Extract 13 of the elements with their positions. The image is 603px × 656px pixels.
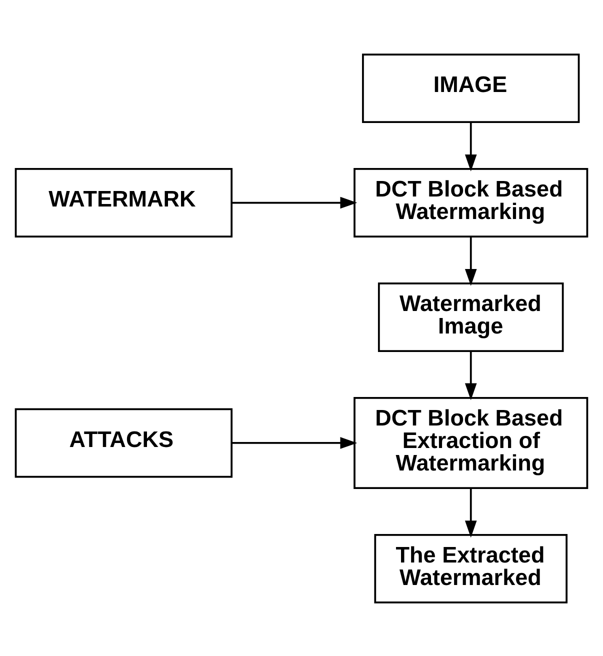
arrow <box>464 236 477 286</box>
node-box: ATTACKS <box>14 408 233 478</box>
arrow <box>232 196 358 208</box>
arrow <box>464 122 477 171</box>
node-box: DCT Block Based Extraction of Watermarking <box>354 396 588 488</box>
node-box: DCT Block Based Watermarking <box>354 168 588 237</box>
arrow <box>464 350 477 400</box>
arrow <box>232 436 358 448</box>
node-box: The Extracted Watermarked <box>374 534 568 603</box>
arrow <box>464 488 477 538</box>
node-box: Watermarked Image <box>378 282 564 352</box>
node-box: WATERMARK <box>14 168 233 237</box>
node-box: IMAGE <box>362 53 580 122</box>
